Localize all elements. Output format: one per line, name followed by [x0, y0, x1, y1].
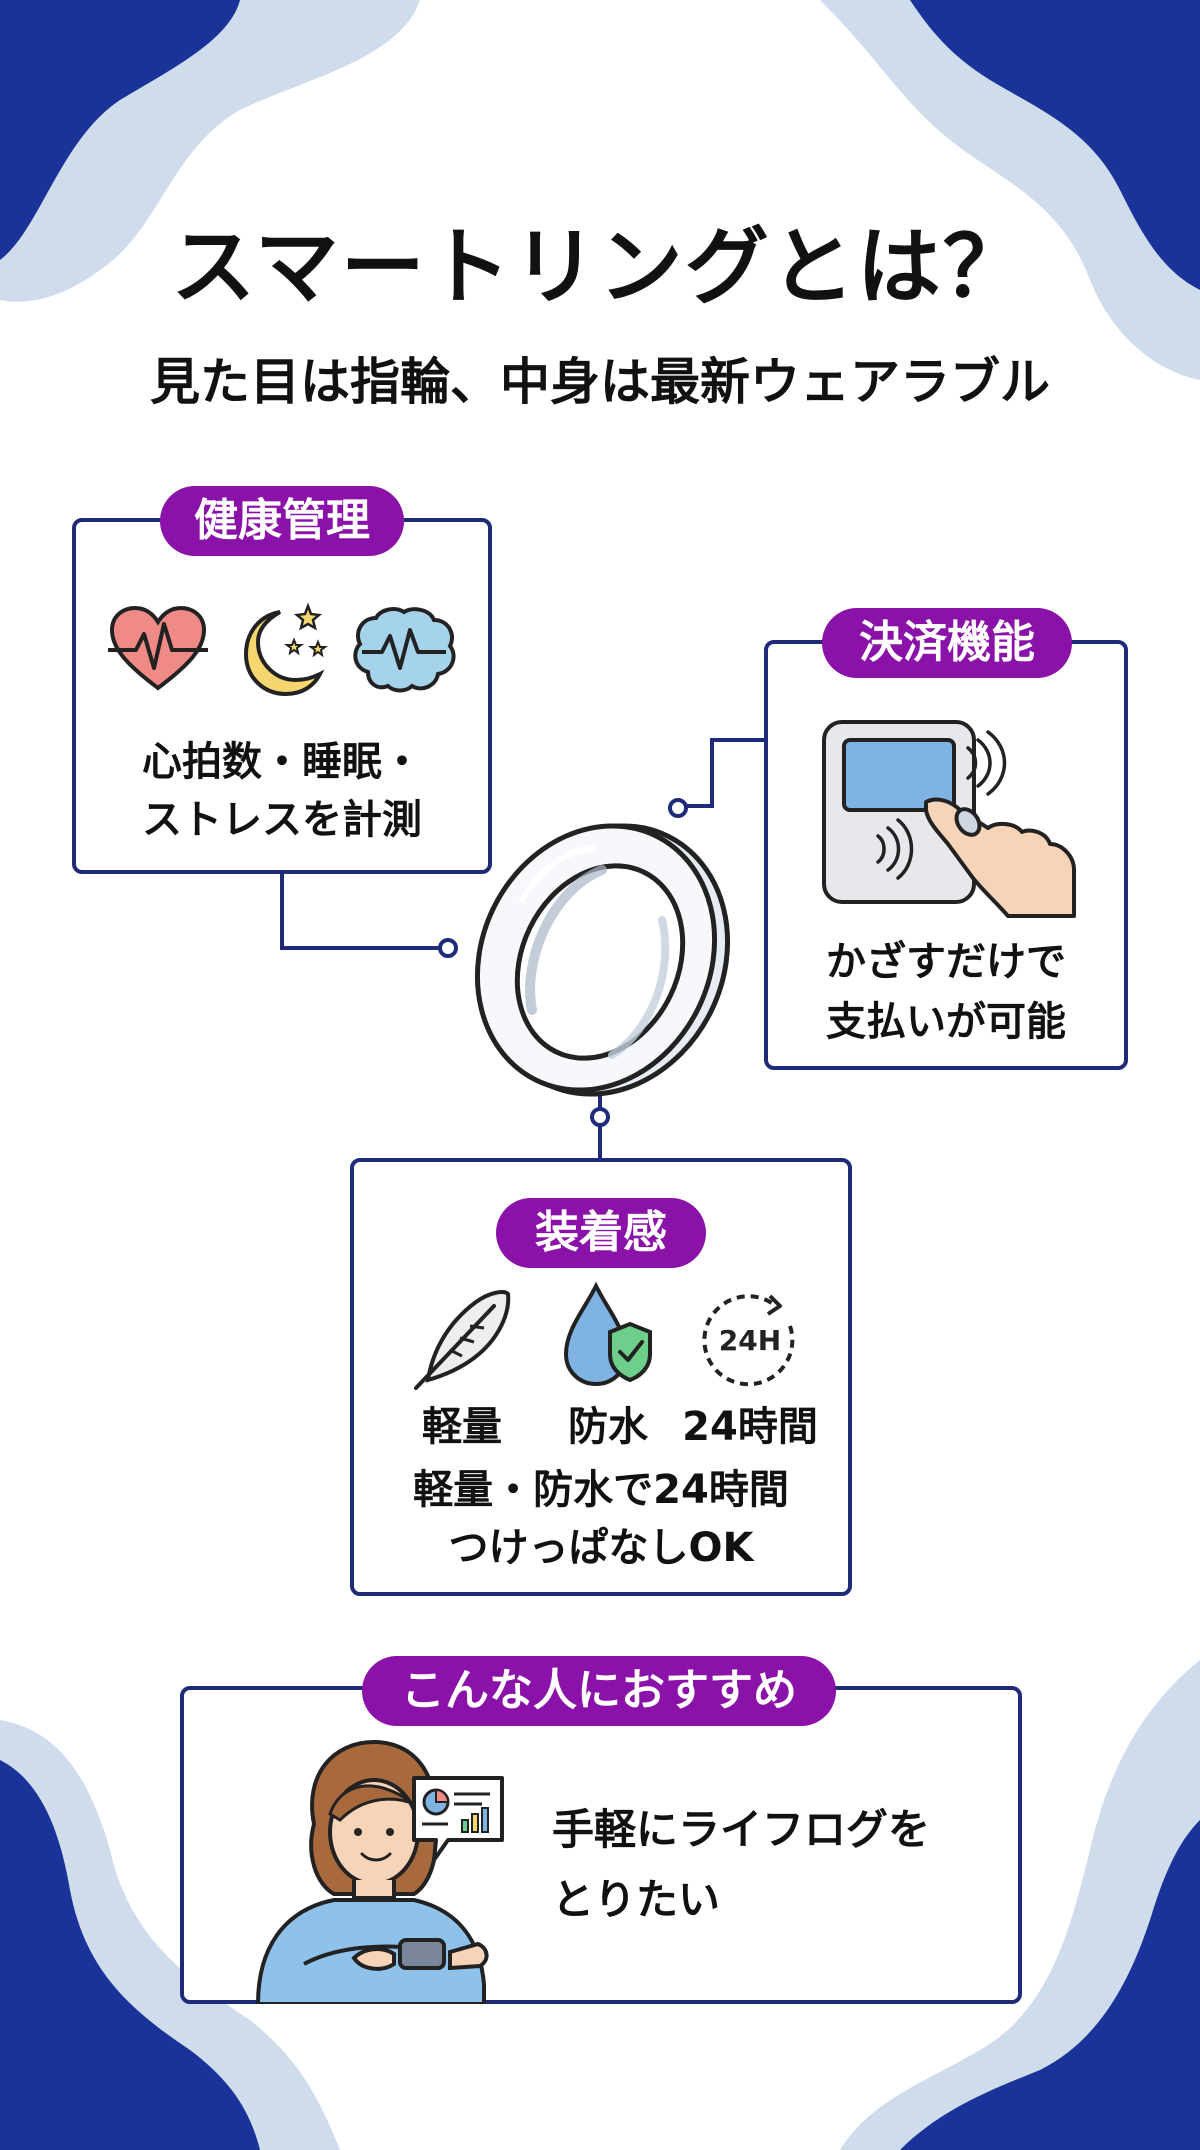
- recommend-text-line2: とりたい: [552, 1875, 721, 1924]
- heart-rate-icon: [108, 605, 208, 691]
- wear-text-line1: 軽量・防水で24時間: [413, 1467, 789, 1513]
- health-label: 健康管理: [160, 486, 404, 556]
- recommend-text-line1: 手軽にライフログを: [552, 1805, 931, 1854]
- contactless-terminal-icon: [822, 720, 1076, 918]
- person-checking-watch-icon: [255, 1739, 489, 2004]
- chart-bubble-icon: [412, 1776, 504, 1862]
- recommend-label: こんな人におすすめ: [362, 1656, 836, 1726]
- clock-24h-text: 24H: [719, 1324, 781, 1357]
- smart-ring-icon: [474, 823, 731, 1097]
- wear-text-line2: つけっぱなしOK: [448, 1525, 754, 1571]
- wear-item-waterproof: 防水: [568, 1404, 648, 1450]
- moon-stars-icon: [243, 602, 328, 697]
- payment-text-line2: 支払いが可能: [826, 999, 1066, 1045]
- water-shield-icon: [563, 1281, 652, 1387]
- brain-wave-icon: [353, 607, 456, 693]
- wear-label: 装着感: [496, 1198, 706, 1268]
- payment-card: 決済機能 かざすだけで 支払いが可能: [764, 608, 1128, 1070]
- health-card: 健康管理 心拍数・睡眠・ ストレスを計測: [72, 486, 492, 874]
- wear-item-lightweight: 軽量: [422, 1404, 502, 1450]
- payment-text-line1: かざすだけで: [826, 939, 1066, 985]
- payment-label: 決済機能: [822, 608, 1072, 678]
- recommend-card: こんな人におすすめ: [180, 1656, 1022, 2004]
- wear-card: 装着感 24H 軽量 防水 24時間 軽量・防水で24時間 つけっぱなしOK: [350, 1158, 852, 1596]
- health-text-line1: 心拍数・睡眠・: [142, 739, 422, 785]
- page-subtitle: 見た目は指輪、中身は最新ウェアラブル: [150, 353, 1050, 411]
- wear-item-24hours: 24時間: [682, 1404, 818, 1450]
- page-title: スマートリングとは？: [171, 218, 1029, 316]
- clock-24h-icon: 24H: [702, 1294, 795, 1387]
- health-text-line2: ストレスを計測: [142, 797, 422, 843]
- feather-icon: [414, 1290, 511, 1390]
